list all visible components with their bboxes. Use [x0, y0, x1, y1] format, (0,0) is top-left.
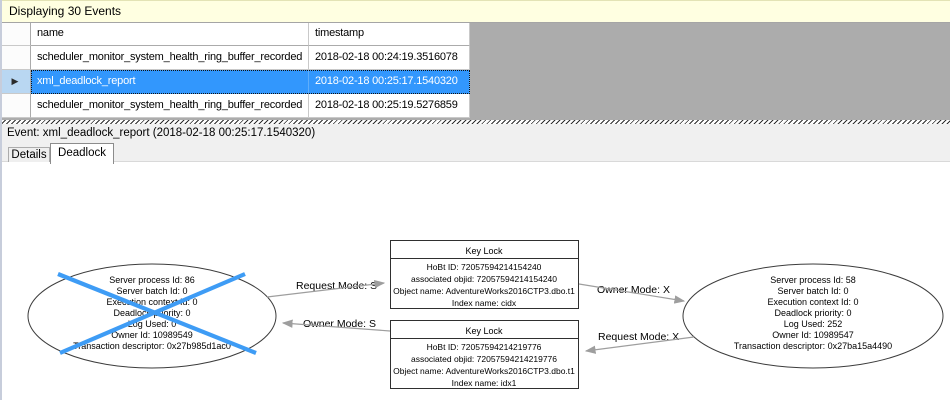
resource-top-title: Key Lock: [465, 246, 503, 256]
resource-node-top[interactable]: [390, 240, 579, 309]
table-row-selected[interactable]: ▶ xml_deadlock_report 2018-02-18 00:25:1…: [0, 70, 470, 94]
victim-cross-icon: [57, 272, 257, 355]
edge-arrow-owner-s: [281, 319, 391, 332]
splitter-grip[interactable]: [0, 120, 950, 124]
table-header-row: name timestamp: [0, 23, 470, 46]
process-right-line: Owner Id: 10989547: [772, 330, 854, 340]
process-right-line: Server process Id: 58: [770, 275, 856, 285]
column-header-timestamp[interactable]: timestamp: [309, 23, 470, 46]
row-selector-cell[interactable]: [0, 94, 31, 118]
resource-bottom-line: associated objid: 72057594214219776: [411, 354, 557, 364]
resource-bottom-line: HoBt ID: 72057594214219776: [427, 342, 542, 352]
process-node-right[interactable]: [682, 263, 944, 369]
deadlock-graph: Server process Id: 86 Server batch Id: 0…: [0, 162, 950, 400]
process-right-line: Transaction descriptor: 0x27ba15a4490: [734, 341, 892, 351]
edge-arrow-owner-x: [578, 283, 686, 304]
resource-top-line: Object name: AdventureWorks2016CTP3.dbo.…: [393, 286, 575, 296]
process-left-line: Owner Id: 10989549: [111, 330, 193, 340]
edge-arrow-request-s: [266, 279, 386, 298]
cell-name[interactable]: scheduler_monitor_system_health_ring_buf…: [31, 94, 309, 118]
resource-top-line: associated objid: 72057594214154240: [411, 274, 557, 284]
events-grid-area: name timestamp scheduler_monitor_system_…: [0, 23, 950, 120]
current-row-marker-icon: ▶: [11, 76, 19, 86]
edge-label-request-s: Request Mode: S: [296, 280, 377, 292]
resource-top-line: HoBt ID: 72057594214154240: [427, 262, 542, 272]
event-summary-line: Event: xml_deadlock_report (2018-02-18 0…: [0, 124, 950, 143]
row-selector-cell[interactable]: [0, 46, 31, 70]
events-count-text: Displaying 30 Events: [9, 4, 122, 18]
process-right-line: Deadlock priority: 0: [774, 308, 851, 318]
resource-bottom-line: Index name: idx1: [452, 378, 517, 388]
tab-details[interactable]: Details: [8, 147, 50, 162]
events-table: name timestamp scheduler_monitor_system_…: [0, 23, 470, 118]
events-count-bar: Displaying 30 Events: [0, 0, 950, 23]
process-left-line: Log Used: 0: [128, 319, 177, 329]
process-right-line: Server batch Id: 0: [777, 286, 848, 296]
process-left-line: Server process Id: 86: [109, 275, 195, 285]
process-left-line: Transaction descriptor: 0x27b985d1ac0: [73, 341, 231, 351]
process-right-line: Execution context Id: 0: [767, 297, 858, 307]
tab-deadlock[interactable]: Deadlock: [50, 143, 114, 164]
row-selector-header-cell[interactable]: [0, 23, 31, 46]
resource-bottom-title: Key Lock: [465, 326, 503, 336]
edge-arrow-request-x: [584, 336, 695, 354]
process-left-line: Server batch Id: 0: [116, 286, 187, 296]
table-row[interactable]: scheduler_monitor_system_health_ring_buf…: [0, 94, 470, 118]
resource-bottom-line: Object name: AdventureWorks2016CTP3.dbo.…: [393, 366, 575, 376]
window-left-border: [0, 0, 2, 400]
tab-strip: [0, 143, 950, 162]
edge-label-owner-s: Owner Mode: S: [303, 318, 376, 330]
row-selector-cell[interactable]: ▶: [0, 70, 31, 94]
cell-timestamp[interactable]: 2018-02-18 00:25:17.1540320: [309, 70, 470, 94]
column-header-name[interactable]: name: [31, 23, 309, 46]
edge-label-request-x: Request Mode: X: [598, 331, 679, 343]
process-left-line: Execution context Id: 0: [106, 297, 197, 307]
edge-label-owner-x: Owner Mode: X: [597, 284, 670, 296]
resource-top-line: Index name: cidx: [452, 298, 517, 308]
cell-name[interactable]: xml_deadlock_report: [31, 70, 309, 94]
process-right-line: Log Used: 252: [784, 319, 843, 329]
cell-name[interactable]: scheduler_monitor_system_health_ring_buf…: [31, 46, 309, 70]
cell-timestamp[interactable]: 2018-02-18 00:24:19.3516078: [309, 46, 470, 70]
resource-node-bottom[interactable]: [390, 320, 579, 389]
table-row[interactable]: scheduler_monitor_system_health_ring_buf…: [0, 46, 470, 70]
cell-timestamp[interactable]: 2018-02-18 00:25:19.5276859: [309, 94, 470, 118]
